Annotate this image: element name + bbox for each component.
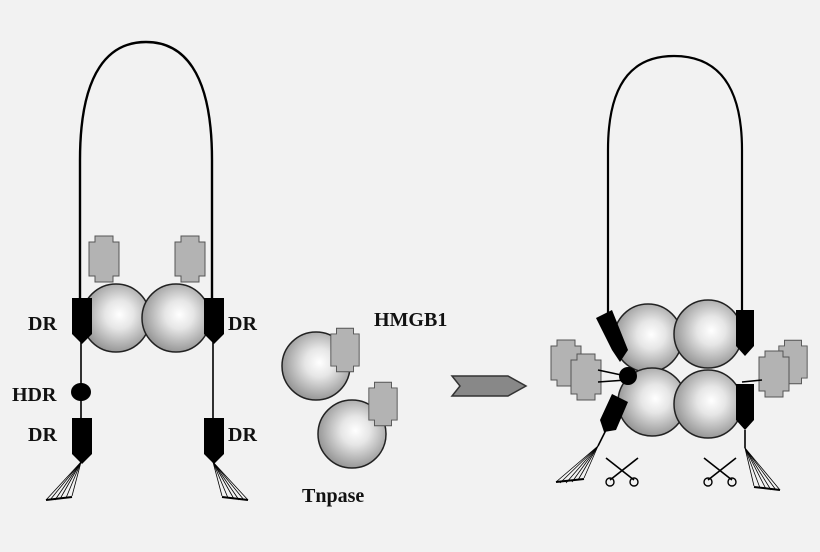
transposase-sphere	[673, 369, 743, 439]
transposase-sphere	[673, 299, 743, 369]
tnpase-label: Tnpase	[302, 485, 364, 507]
arrow-right-icon	[450, 375, 528, 397]
dna-end-left	[45, 461, 82, 501]
dna-end-right	[212, 461, 249, 501]
dr-element	[736, 384, 754, 430]
dna-loop-right	[606, 54, 744, 318]
scissors-icon	[703, 457, 737, 487]
dna-strand	[597, 429, 607, 447]
transposase-sphere	[81, 283, 151, 353]
dr-label: DR	[28, 313, 57, 335]
dr-element	[596, 310, 628, 362]
dr-label: DR	[228, 313, 257, 335]
dr-element	[204, 298, 224, 344]
free-proteins: HMGB1 Tnpase	[281, 309, 447, 507]
dna-end-right	[744, 447, 781, 491]
hmgb1-block	[368, 381, 398, 427]
hmgb1-block	[758, 350, 790, 398]
dr-label: DR	[28, 424, 57, 446]
hmgb1-block	[88, 235, 120, 283]
left-complex: DR DR HDR DR DR	[12, 40, 257, 501]
transposase-sphere	[613, 303, 683, 373]
hmgb1-label: HMGB1	[374, 309, 447, 331]
dr-element	[736, 310, 754, 356]
right-complex	[550, 54, 808, 491]
dr-element	[72, 418, 92, 464]
dr-element	[204, 418, 224, 464]
transposase-sphere	[141, 283, 211, 353]
hdr-label: HDR	[12, 384, 57, 406]
dna-link	[741, 379, 763, 383]
hdr-element	[71, 383, 91, 401]
scissors-icon	[605, 457, 639, 487]
dna-end-left	[555, 445, 599, 484]
dr-label: DR	[228, 424, 257, 446]
dr-element	[600, 394, 628, 432]
hmgb1-block	[570, 353, 602, 401]
dna-loop-left	[78, 40, 214, 300]
hmgb1-block	[174, 235, 206, 283]
hmgb1-block	[330, 327, 360, 373]
hdr-element	[619, 367, 637, 385]
